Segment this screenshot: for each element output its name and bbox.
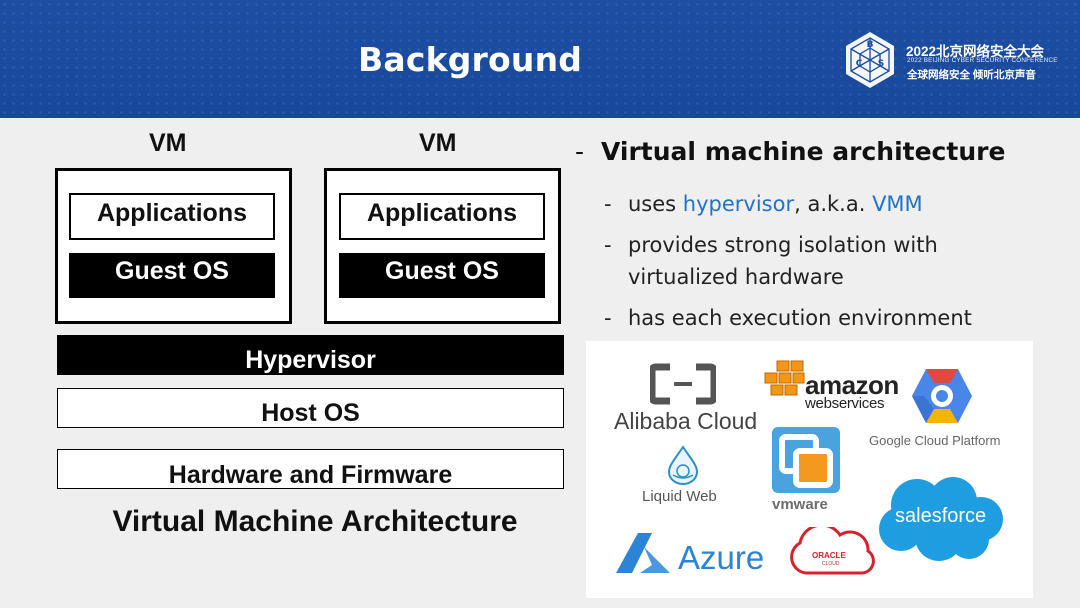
guest-os-box-left: Guest OS (69, 253, 275, 298)
bullet-list: -Virtual machine architecture -uses hype… (575, 137, 1075, 334)
bullet-sub1-prefix: uses (628, 192, 683, 216)
bullet-main-text: Virtual machine architecture (601, 137, 1006, 166)
logo-letter-s: S (878, 59, 884, 69)
logo-letter-c: C (856, 59, 863, 69)
bullet-sub2-line2: virtualized hardware (628, 265, 844, 289)
oracle-logo: ORACLE (812, 551, 846, 560)
liquid-web-logo: Liquid Web (642, 488, 717, 505)
guest-os-box-right: Guest OS (339, 253, 545, 298)
vmware-icon (772, 427, 840, 493)
vm-box-left (55, 168, 292, 324)
applications-box-left: Applications (69, 193, 275, 240)
header-dot-pattern (0, 0, 1080, 118)
hardware-layer: Hardware and Firmware (57, 449, 564, 489)
bullet-sub-isolation: -provides strong isolation with virtuali… (604, 233, 938, 289)
header-banner: Background B C S 2022北京网络安全大会 2022 BEIJI… (0, 0, 1080, 118)
applications-box-right: Applications (339, 193, 545, 240)
vm-label-right: VM (419, 129, 457, 157)
google-cloud-icon (912, 369, 972, 423)
salesforce-cloud-icon (879, 477, 1003, 561)
amazon-logo: amazon (805, 370, 899, 400)
slide-title: Background (358, 40, 583, 79)
logo-letter-b: B (867, 40, 874, 50)
bullet-sub3-text: has each execution environment (628, 306, 972, 330)
azure-icon (616, 533, 670, 573)
host-os-layer: Host OS (57, 388, 564, 428)
vm-box-right (324, 168, 561, 324)
oracle-cloud-sublabel: CLOUD (822, 561, 840, 567)
conference-logo-icon: B C S (846, 32, 894, 88)
vm-label-left: VM (149, 129, 187, 157)
vmware-logo: vmware (772, 496, 828, 513)
aws-logo: webservices (805, 395, 885, 412)
oracle-cloud-icon (790, 527, 875, 575)
cloud-logos-panel: Alibaba Cloud Liquid Web Azure amazon we… (586, 341, 1033, 598)
bullet-sub1-middle: , a.k.a. (794, 192, 873, 216)
azure-logo: Azure (678, 539, 765, 576)
alibaba-cloud-logo: Alibaba Cloud (614, 408, 758, 434)
aws-boxes-icon (764, 360, 805, 396)
liquid-web-icon (667, 445, 699, 485)
diagram-caption: Virtual Machine Architecture (112, 505, 518, 538)
alibaba-cloud-icon (650, 363, 716, 405)
conference-subtitle: 2022 BEIJING CYBER SECURITY CONFERENCE (907, 57, 1058, 64)
conference-title: 2022北京网络安全大会 (906, 44, 1045, 59)
bullet-sub-environment: -has each execution environment (604, 306, 972, 330)
bullet-sub1-highlight-vmm: VMM (872, 192, 923, 216)
bullet-sub-hypervisor: -uses hypervisor, a.k.a. VMM (604, 192, 923, 216)
bullet-sub2-line1: provides strong isolation with (628, 233, 938, 257)
bullet-main: -Virtual machine architecture (575, 137, 1006, 166)
google-cloud-platform-logo: Google Cloud Platform (869, 433, 1001, 448)
conference-slogan: 全球网络安全 倾听北京声音 (907, 69, 1036, 81)
salesforce-logo: salesforce (895, 505, 987, 527)
bullet-sub1-highlight-hypervisor: hypervisor (682, 192, 795, 216)
hypervisor-layer: Hypervisor (57, 335, 564, 375)
